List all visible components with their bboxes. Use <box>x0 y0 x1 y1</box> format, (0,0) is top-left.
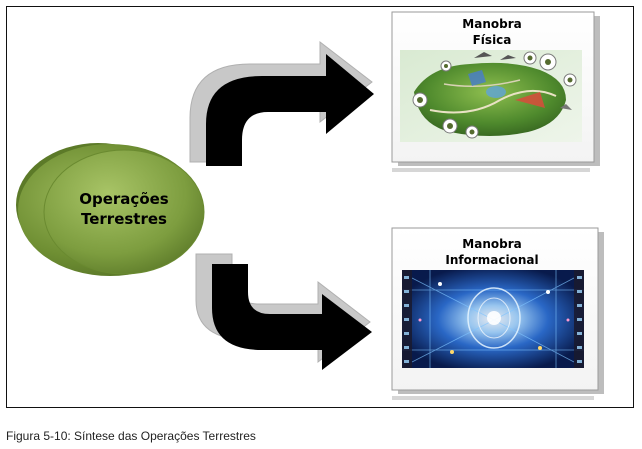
top-panel-title-line2: Física <box>473 33 512 47</box>
top-arrow <box>189 40 374 166</box>
center-label-line2: Terrestres <box>81 210 167 228</box>
bottom-panel-title-line2: Informacional <box>445 253 538 267</box>
digital-brain-image <box>402 270 584 368</box>
center-label-line1: Operações <box>79 190 169 208</box>
operacoes-terrestres-node: Operações Terrestres <box>16 143 205 276</box>
top-arrow-body <box>206 54 374 166</box>
bottom-arrow-body <box>212 264 372 370</box>
figure-caption: Figura 5-10: Síntese das Operações Terre… <box>6 429 256 443</box>
top-panel-title-line1: Manobra <box>462 17 521 31</box>
bottom-arrow <box>195 253 372 370</box>
bottom-panel-title-line1: Manobra <box>462 237 521 251</box>
terrain-map-image <box>400 50 582 142</box>
manobra-informacional-panel: Manobra Informacional <box>391 227 604 400</box>
manobra-fisica-panel: Manobra Física <box>391 11 600 172</box>
